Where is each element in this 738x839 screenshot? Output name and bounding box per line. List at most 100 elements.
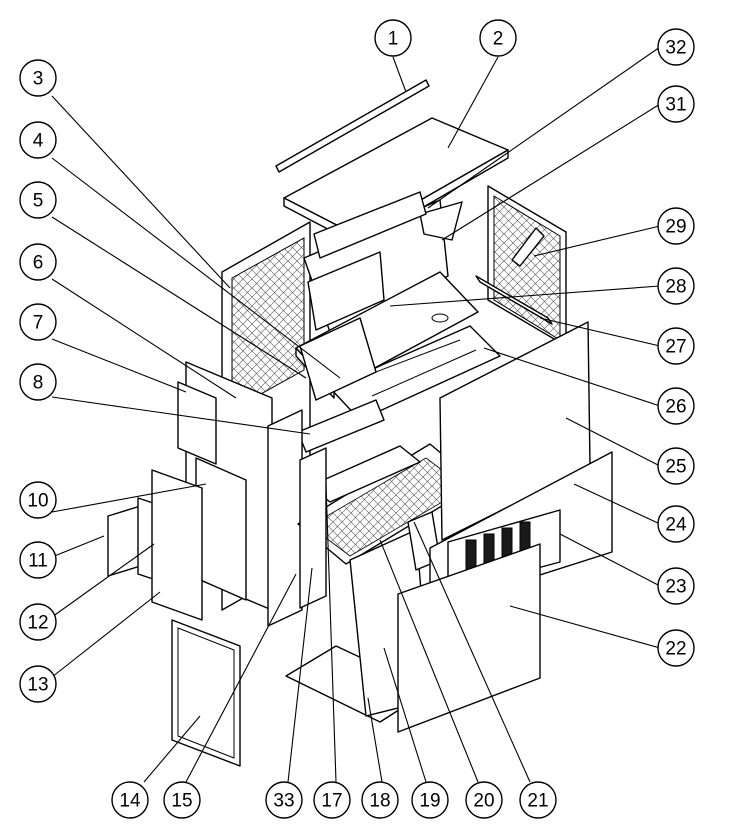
callout-circle: [657, 629, 695, 667]
callout-7: 7: [19, 303, 57, 341]
callout-circle: [19, 303, 57, 341]
callout-circle: [19, 59, 57, 97]
callout-label: 5: [33, 191, 44, 212]
callout-label: 1: [388, 29, 399, 50]
callout-1: 1: [374, 19, 412, 57]
callout-circle: [657, 28, 695, 66]
callout-label: 11: [28, 551, 48, 572]
callout-label: 14: [119, 791, 141, 812]
callout-circle: [163, 781, 201, 819]
callout-circle: [19, 541, 57, 579]
callout-circle: [657, 387, 695, 425]
callout-label: 3: [33, 69, 44, 90]
callout-label: 24: [665, 515, 687, 536]
callout-circle: [465, 781, 503, 819]
callout-23: 23: [657, 567, 695, 605]
callout-label: 12: [27, 613, 48, 634]
callout-label: 21: [527, 791, 548, 812]
callout-22: 22: [657, 629, 695, 667]
callout-circle: [19, 243, 57, 281]
callout-20: 20: [465, 781, 503, 819]
callout-circle: [374, 19, 412, 57]
callout-label: 33: [273, 791, 294, 812]
callout-circle: [19, 481, 57, 519]
filter-rail-part-27: [475, 275, 553, 325]
callout-32: 32: [657, 28, 695, 66]
callout-label: 10: [27, 491, 48, 512]
callout-15: 15: [163, 781, 201, 819]
callout-label: 17: [321, 791, 342, 812]
callout-circle: [19, 603, 57, 641]
brace-part-32: [313, 191, 427, 259]
callout-10: 10: [19, 481, 57, 519]
callout-circle: [111, 781, 149, 819]
callout-label: 27: [665, 337, 686, 358]
callout-label: 28: [665, 277, 686, 298]
callout-14: 14: [111, 781, 149, 819]
callout-8: 8: [19, 363, 57, 401]
callout-28: 28: [657, 267, 695, 305]
callout-circle: [265, 781, 303, 819]
rear-panel-part-29: [487, 185, 567, 347]
callout-21: 21: [519, 781, 557, 819]
callout-circle: [313, 781, 351, 819]
callout-label: 31: [665, 95, 686, 116]
callout-33: 33: [265, 781, 303, 819]
frame-part-26: [329, 325, 501, 421]
blower-wheel-part-5: [299, 317, 377, 401]
callout-circle: [657, 327, 695, 365]
callout-circle: [19, 121, 57, 159]
callout-19: 19: [411, 781, 449, 819]
callout-5: 5: [19, 181, 57, 219]
callout-label: 20: [473, 791, 494, 812]
callout-label: 15: [171, 791, 192, 812]
callout-24: 24: [657, 505, 695, 543]
callout-25: 25: [657, 447, 695, 485]
callout-circle: [657, 447, 695, 485]
callout-circle: [19, 363, 57, 401]
callout-13: 13: [19, 665, 57, 703]
callout-label: 26: [665, 397, 686, 418]
callout-12: 12: [19, 603, 57, 641]
callout-circle: [519, 781, 557, 819]
callout-11: 11: [19, 541, 57, 579]
top-rail-part-1: [275, 79, 430, 173]
callout-6: 6: [19, 243, 57, 281]
callout-label: 2: [493, 29, 504, 50]
control-panel-part-10: [195, 457, 247, 601]
callout-circle: [657, 505, 695, 543]
callout-17: 17: [313, 781, 351, 819]
control-panel-part-13: [151, 469, 203, 621]
callout-3: 3: [19, 59, 57, 97]
support-post-part-33: [299, 447, 327, 609]
access-plate-part-7: [177, 381, 217, 465]
inner-bracket-part-8: [297, 399, 385, 453]
upper-bracket-part-31: [419, 201, 463, 241]
callout-label: 32: [665, 38, 686, 59]
corner-post-part-15: [267, 409, 303, 627]
callout-4: 4: [19, 121, 57, 159]
callout-circle: [657, 567, 695, 605]
callout-label: 4: [33, 131, 44, 152]
leader-lines: [51, 46, 661, 783]
callout-circle: [19, 181, 57, 219]
callout-2: 2: [479, 19, 517, 57]
callout-circle: [657, 207, 695, 245]
callout-27: 27: [657, 327, 695, 365]
callout-label: 7: [33, 313, 44, 334]
callout-label: 6: [33, 253, 44, 274]
callout-label: 13: [27, 675, 48, 696]
callout-label: 25: [665, 457, 686, 478]
callout-circle: [19, 665, 57, 703]
callout-label: 8: [33, 373, 44, 394]
callout-26: 26: [657, 387, 695, 425]
callout-label: 22: [665, 639, 686, 660]
lower-front-panel-part-22: [397, 543, 541, 733]
callout-label: 18: [369, 791, 390, 812]
callout-31: 31: [657, 85, 695, 123]
callout-29: 29: [657, 207, 695, 245]
callout-circle: [479, 19, 517, 57]
callout-label: 19: [419, 791, 440, 812]
callout-circle: [411, 781, 449, 819]
